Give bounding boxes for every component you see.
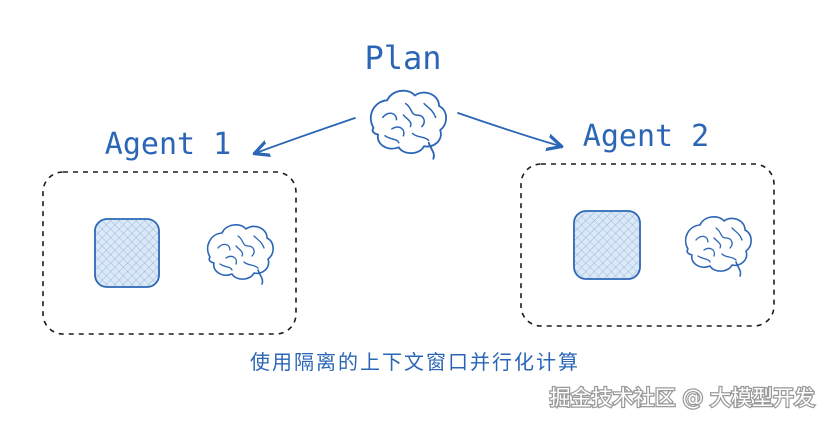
agent-2-box [520, 163, 775, 327]
arrow-to-agent-2 [457, 112, 560, 146]
diagram-caption: 使用隔离的上下文窗口并行化计算 [250, 350, 580, 374]
agent-2-label: Agent 2 [583, 119, 709, 154]
watermark-text: 掘金技术社区 @ 大模型开发 [550, 386, 815, 410]
plan-title: Plan [364, 39, 441, 77]
agent-1-label: Agent 1 [105, 127, 231, 162]
agent-2-hatched-square-icon [573, 210, 641, 280]
agent-1-brain-icon [206, 223, 274, 285]
agent-2-brain-icon [684, 215, 752, 277]
arrow-to-agent-1 [256, 117, 356, 153]
agent-1-box [42, 171, 297, 335]
plan-brain-icon [369, 89, 448, 160]
agent-1-hatched-square-icon [94, 218, 160, 288]
